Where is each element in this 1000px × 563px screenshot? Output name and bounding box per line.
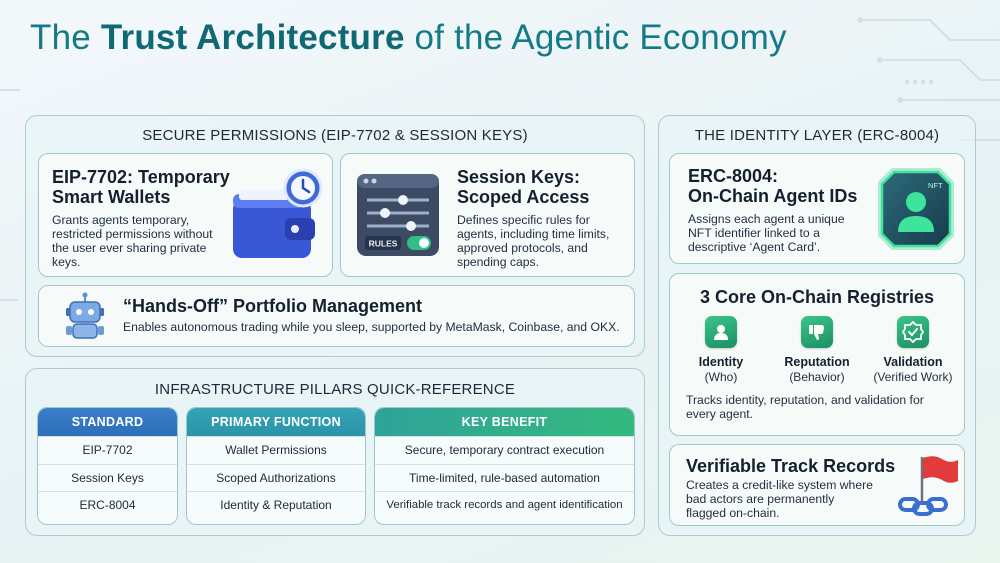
red-flag-chain-icon xyxy=(898,456,958,516)
nft-label: NFT xyxy=(928,181,943,190)
standard-column-header: STANDARD xyxy=(38,408,177,436)
key-benefit-column-header: KEY BENEFIT xyxy=(375,408,634,436)
table-cell: Scoped Authorizations xyxy=(187,463,365,492)
nft-agent-badge-icon: NFT xyxy=(878,168,954,250)
erc8004-description: Assigns each agent a unique NFT identifi… xyxy=(688,212,845,254)
registry-identity: Identity (Who) xyxy=(676,316,766,384)
secure-permissions-heading: SECURE PERMISSIONS (EIP-7702 & SESSION K… xyxy=(142,127,528,144)
table-cell: Verifiable track records and agent ident… xyxy=(375,491,634,519)
thumbs-down-icon xyxy=(801,316,833,348)
session-keys-title: Session Keys: Scoped Access xyxy=(457,167,590,207)
user-icon xyxy=(705,316,737,348)
table-cell: Identity & Reputation xyxy=(187,491,365,519)
registry-subtitle: (Who) xyxy=(704,370,738,384)
hands-off-title: “Hands-Off” Portfolio Management xyxy=(123,296,423,316)
registry-subtitle: (Behavior) xyxy=(789,370,845,384)
hands-off-description: Enables autonomous trading while you sle… xyxy=(123,320,620,334)
table-cell: Session Keys xyxy=(38,463,177,492)
session-keys-description: Defines specific rules for agents, inclu… xyxy=(457,213,610,269)
check-badge-icon xyxy=(897,316,929,348)
session-keys-card: RULES Session Keys: Scoped Access Define… xyxy=(340,153,635,277)
standard-column: STANDARD EIP-7702 Session Keys ERC-8004 xyxy=(37,407,178,525)
erc8004-title: ERC-8004: On-Chain Agent IDs xyxy=(688,166,858,206)
track-records-description: Creates a credit-like system where bad a… xyxy=(686,478,873,520)
pillars-heading: INFRASTRUCTURE PILLARS QUICK-REFERENCE xyxy=(154,381,516,398)
settings-sliders-icon: RULES xyxy=(357,174,439,256)
registries-description: Tracks identity, reputation, and validat… xyxy=(686,393,924,421)
table-cell: EIP-7702 xyxy=(38,436,177,464)
hands-off-card: “Hands-Off” Portfolio Management Enables… xyxy=(38,285,635,347)
registries-title: 3 Core On-Chain Registries xyxy=(699,287,935,307)
registry-name: Validation xyxy=(883,355,943,369)
primary-function-column: PRIMARY FUNCTION Wallet Permissions Scop… xyxy=(186,407,366,525)
eip7702-description: Grants agents temporary, restricted perm… xyxy=(52,213,213,269)
table-cell: Secure, temporary contract execution xyxy=(375,436,634,464)
page-title: The Trust Architecture of the Agentic Ec… xyxy=(30,18,787,57)
registry-name: Identity xyxy=(698,355,744,369)
table-cell: Time-limited, rule-based automation xyxy=(375,463,634,492)
primary-function-column-header: PRIMARY FUNCTION xyxy=(187,408,365,436)
identity-layer-panel: THE IDENTITY LAYER (ERC-8004) ERC-8004: … xyxy=(658,115,976,536)
track-records-card: Verifiable Track Records Creates a credi… xyxy=(669,444,965,526)
key-benefit-column: KEY BENEFIT Secure, temporary contract e… xyxy=(374,407,635,525)
identity-layer-heading: THE IDENTITY LAYER (ERC-8004) xyxy=(694,127,940,144)
registry-reputation: Reputation (Behavior) xyxy=(772,316,862,384)
secure-permissions-panel: SECURE PERMISSIONS (EIP-7702 & SESSION K… xyxy=(25,115,645,357)
table-cell: ERC-8004 xyxy=(38,491,177,519)
rules-label: RULES xyxy=(369,239,398,249)
track-records-title: Verifiable Track Records xyxy=(686,456,896,476)
eip7702-card: EIP-7702: Temporary Smart Wallets Grants… xyxy=(38,153,333,277)
registry-subtitle: (Verified Work) xyxy=(873,370,953,384)
wallet-clock-icon xyxy=(233,168,323,258)
table-cell: Wallet Permissions xyxy=(187,436,365,464)
infrastructure-pillars-panel: INFRASTRUCTURE PILLARS QUICK-REFERENCE S… xyxy=(25,368,645,536)
registry-name: Reputation xyxy=(784,355,850,369)
erc8004-card: ERC-8004: On-Chain Agent IDs Assigns eac… xyxy=(669,153,965,264)
registry-validation: Validation (Verified Work) xyxy=(868,316,958,384)
registries-card: 3 Core On-Chain Registries Identity (Who… xyxy=(669,273,965,436)
robot-icon xyxy=(66,292,104,339)
eip7702-title: EIP-7702: Temporary Smart Wallets xyxy=(52,167,230,207)
